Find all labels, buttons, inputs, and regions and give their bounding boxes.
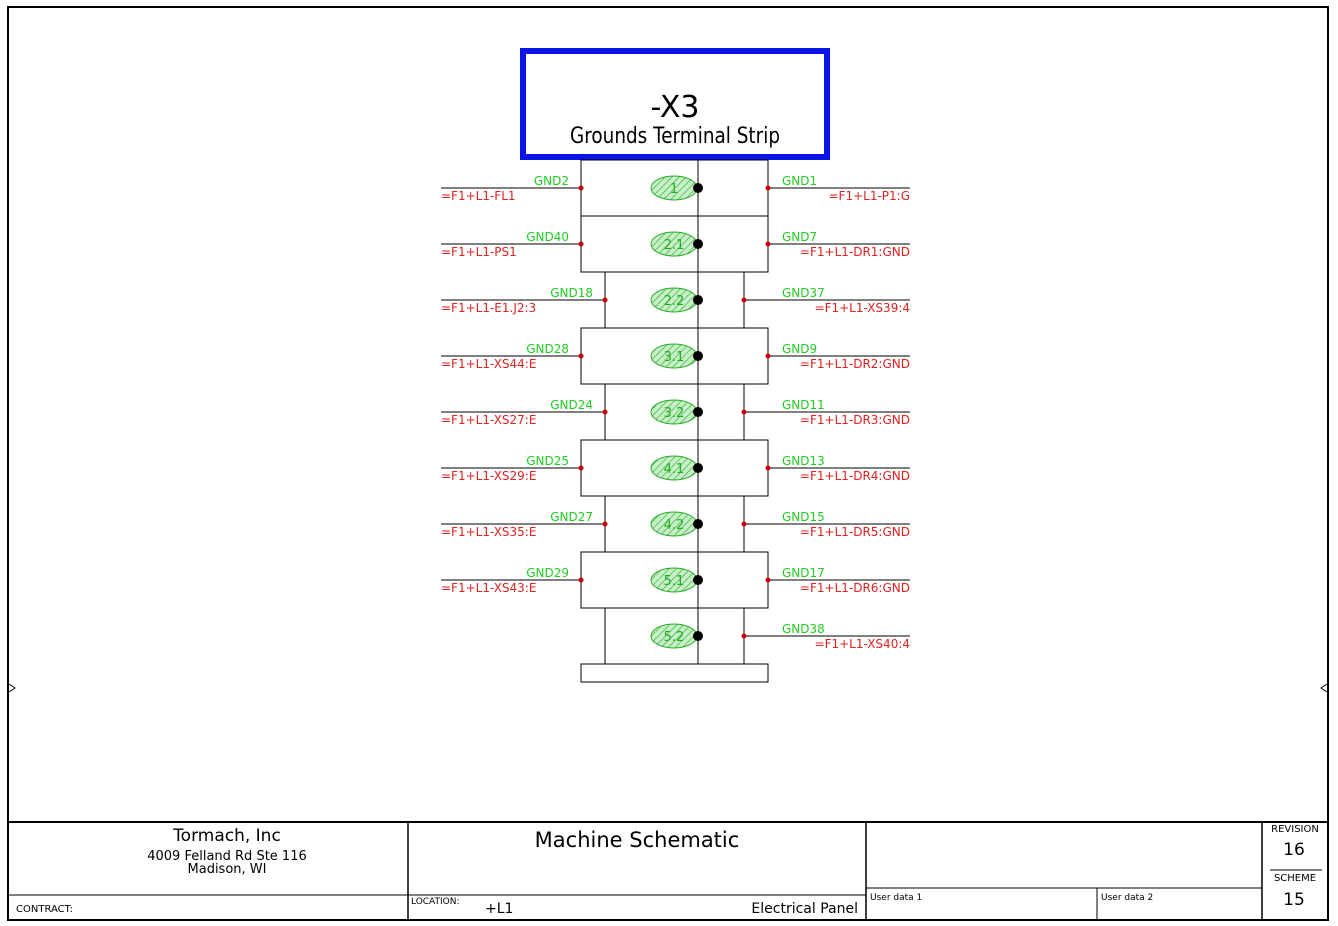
left-net-label: GND18 xyxy=(550,286,593,300)
left-ref-label: =F1+L1-XS43:E xyxy=(441,581,536,595)
left-connection-dot xyxy=(602,409,608,415)
revision-label: REVISION xyxy=(1271,824,1319,835)
title-block: Tormach, Inc 4009 Felland Rd Ste 116 Mad… xyxy=(8,821,1328,920)
location-value: +L1 xyxy=(485,901,513,917)
terminal-number: 3.1 xyxy=(664,350,685,365)
left-ref-label: =F1+L1-XS35:E xyxy=(441,525,536,539)
revision-value: 16 xyxy=(1283,840,1305,860)
left-ref-label: =F1+L1-XS44:E xyxy=(441,357,536,371)
left-center-mark xyxy=(8,683,16,693)
left-net-label: GND40 xyxy=(526,230,569,244)
terminal-number: 5.2 xyxy=(664,630,685,645)
terminal-number: 3.2 xyxy=(664,406,685,421)
left-connection-dot xyxy=(578,577,584,583)
right-ref-label: =F1+L1-DR4:GND xyxy=(800,469,910,483)
right-net-label: GND7 xyxy=(782,230,817,244)
scheme-label: SCHEME xyxy=(1274,873,1316,884)
user-data2-label: User data 2 xyxy=(1101,893,1153,903)
left-connection-dot xyxy=(602,297,608,303)
drawing-title: Machine Schematic xyxy=(535,828,740,852)
left-ref-label: =F1+L1-E1.J2:3 xyxy=(441,301,536,315)
right-ref-label: =F1+L1-DR2:GND xyxy=(800,357,910,371)
left-connection-dot xyxy=(578,353,584,359)
right-net-label: GND1 xyxy=(782,174,817,188)
scheme-value: 15 xyxy=(1283,890,1305,910)
right-net-label: GND17 xyxy=(782,566,825,580)
right-net-label: GND38 xyxy=(782,622,825,636)
terminal-number: 4.2 xyxy=(664,518,685,533)
right-ref-label: =F1+L1-DR6:GND xyxy=(800,581,910,595)
left-net-label: GND24 xyxy=(550,398,593,412)
left-net-label: GND28 xyxy=(526,342,569,356)
company-name: Tormach, Inc xyxy=(172,826,281,846)
right-connection-dot xyxy=(765,577,771,583)
right-ref-label: =F1+L1-DR5:GND xyxy=(800,525,910,539)
location-label: LOCATION: xyxy=(411,897,460,907)
right-net-label: GND13 xyxy=(782,454,825,468)
right-ref-label: =F1+L1-XS40:4 xyxy=(815,637,910,651)
right-connection-dot xyxy=(741,297,747,303)
right-center-mark xyxy=(1320,683,1328,693)
left-connection-dot xyxy=(578,241,584,247)
right-connection-dot xyxy=(765,353,771,359)
right-connection-dot xyxy=(765,465,771,471)
sheet-frame xyxy=(7,6,1329,921)
right-net-label: GND9 xyxy=(782,342,817,356)
left-net-label: GND27 xyxy=(550,510,593,524)
left-ref-label: =F1+L1-XS27:E xyxy=(441,413,536,427)
left-ref-label: =F1+L1-PS1 xyxy=(441,245,517,259)
right-connection-dot xyxy=(741,409,747,415)
left-net-label: GND2 xyxy=(534,174,569,188)
strip-designation: -X3 xyxy=(651,90,700,125)
right-ref-label: =F1+L1-DR1:GND xyxy=(800,245,910,259)
terminal-number: 2.1 xyxy=(664,238,685,253)
user-data1-label: User data 1 xyxy=(870,893,922,903)
terminal-strip-header xyxy=(520,48,830,160)
contract-label: CONTRACT: xyxy=(16,904,73,915)
right-ref-label: =F1+L1-DR3:GND xyxy=(800,413,910,427)
left-connection-dot xyxy=(602,521,608,527)
right-ref-label: =F1+L1-P1:G xyxy=(828,189,910,203)
right-connection-dot xyxy=(765,185,771,191)
left-net-label: GND29 xyxy=(526,566,569,580)
right-ref-label: =F1+L1-XS39:4 xyxy=(815,301,910,315)
company-address-line1: 4009 Felland Rd Ste 116 xyxy=(147,849,307,864)
right-net-label: GND11 xyxy=(782,398,825,412)
right-connection-dot xyxy=(765,241,771,247)
strip-name: Grounds Terminal Strip xyxy=(570,124,780,149)
company-address-line2: Madison, WI xyxy=(188,862,267,877)
right-connection-dot xyxy=(741,633,747,639)
left-ref-label: =F1+L1-XS29:E xyxy=(441,469,536,483)
end-plate xyxy=(580,663,769,683)
terminal-number: 5.1 xyxy=(664,574,685,589)
left-net-label: GND25 xyxy=(526,454,569,468)
left-ref-label: =F1+L1-FL1 xyxy=(441,189,516,203)
terminal-number: 2.2 xyxy=(664,294,685,309)
right-net-label: GND37 xyxy=(782,286,825,300)
terminal-number: 1 xyxy=(670,182,678,197)
location-description: Electrical Panel xyxy=(751,901,858,917)
right-net-label: GND15 xyxy=(782,510,825,524)
left-connection-dot xyxy=(578,465,584,471)
right-connection-dot xyxy=(741,521,747,527)
left-connection-dot xyxy=(578,185,584,191)
terminal-number: 4.1 xyxy=(664,462,685,477)
